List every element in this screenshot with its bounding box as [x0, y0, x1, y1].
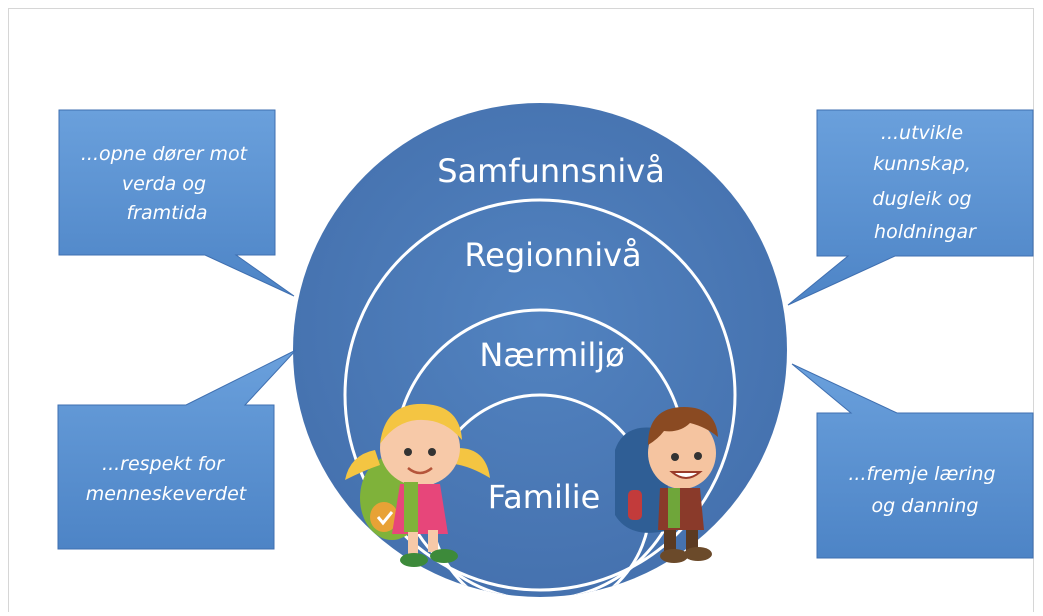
level-label-neighbourhood: Nærmiljø: [479, 336, 624, 374]
callout-top-left: ...opne dører mot verda og framtida: [58, 109, 295, 297]
callout-top-right: ...utvikle kunnskap, dugleik og holdning…: [787, 109, 1034, 306]
level-label-family: Familie: [488, 478, 601, 516]
callout-top-left-text: ...opne dører mot verda og framtida: [81, 143, 253, 224]
callout-top-right-text: ...utvikle kunnskap, dugleik og holdning…: [872, 122, 977, 243]
boy-with-backpack-icon: [615, 407, 718, 563]
callout-bottom-right: ...fremje læring og danning: [791, 363, 1034, 559]
level-label-society: Samfunnsnivå: [437, 152, 665, 190]
callout-bottom-right-text: ...fremje læring og danning: [848, 463, 1001, 517]
region-ring: [343, 198, 737, 592]
girl-with-backpack-icon: [345, 403, 490, 567]
level-label-region: Regionnivå: [464, 236, 641, 274]
callout-bottom-left-text: ...respekt for menneskeverdet: [86, 453, 248, 505]
callout-bottom-left: ...respekt for menneskeverdet: [57, 349, 297, 550]
